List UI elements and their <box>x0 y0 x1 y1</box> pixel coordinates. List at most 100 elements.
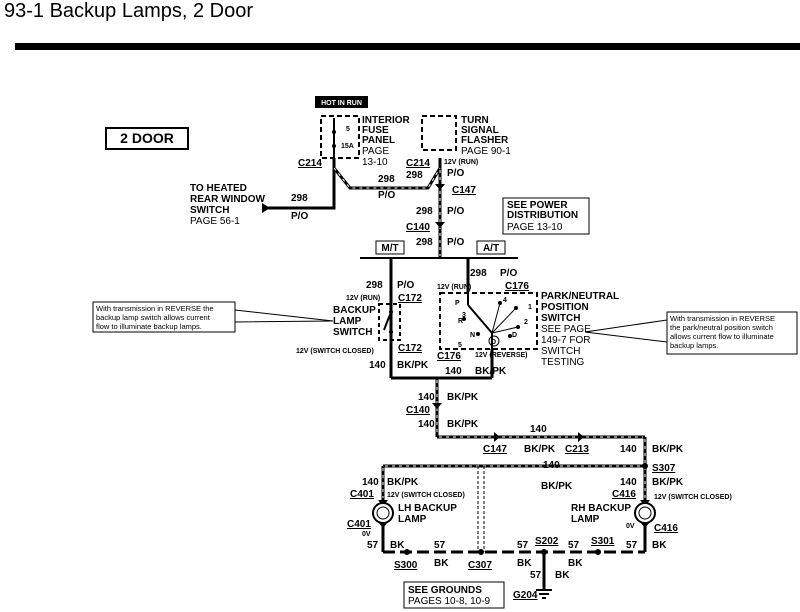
connector-c401-top: C401 <box>350 489 374 500</box>
wire-bk-e: BK <box>652 540 667 551</box>
pos-d: D <box>512 332 517 339</box>
num-5: 5 <box>458 342 462 349</box>
splice-s301: S301 <box>591 536 615 547</box>
volt-ov-lh: 0V <box>362 531 371 538</box>
connector-c147-bot: C147 <box>483 444 507 455</box>
wire-po-mt: P/O <box>397 280 414 291</box>
fuse-panel-label-1: INTERIOR <box>362 115 411 126</box>
rh-lamp-label-2: LAMP <box>571 514 600 525</box>
wire-bk-b: BK <box>434 558 449 569</box>
wire-po-b: P/O <box>447 168 464 179</box>
connector-c416-top: C416 <box>612 489 636 500</box>
fuse-panel-page-2: 13-10 <box>362 157 388 168</box>
shield-lines <box>477 466 485 552</box>
wire-po-d: P/O <box>447 206 464 217</box>
wire-140-lh: 140 <box>362 477 379 488</box>
mt-label-box: M/T <box>375 240 405 255</box>
wire-298-mt: 298 <box>366 280 383 291</box>
connector-c401-bot: C401 <box>347 519 371 530</box>
connector-c307: C307 <box>468 560 492 571</box>
interior-fuse-panel: 5 15A INTERIOR FUSE PANEL PAGE 13-10 <box>320 115 411 168</box>
hot-in-run-badge: HOT IN RUN <box>315 96 368 108</box>
wire-57-c: 57 <box>517 540 529 551</box>
power-distribution-ref: SEE POWER DISTRIBUTION PAGE 13-10 <box>502 197 590 235</box>
mt-label: M/T <box>381 243 398 254</box>
grounds-ref: SEE GROUNDS PAGES 10-8, 10-9 <box>403 581 505 609</box>
heated-rear-label-2: REAR WINDOW <box>190 194 266 205</box>
flasher-label-1: TURN <box>461 115 489 126</box>
fuse-number: 5 <box>346 126 350 133</box>
note-right-1: With transmission in REVERSE <box>670 314 775 323</box>
fuse-panel-page-1: PAGE <box>362 146 389 157</box>
flasher-label-3: FLASHER <box>461 135 509 146</box>
lh-lamp-label-2: LAMP <box>398 514 427 525</box>
wire-po-c: P/O <box>378 190 395 201</box>
power-dist-label-2: DISTRIBUTION <box>507 210 578 221</box>
wire-bkpk-lh: BK/PK <box>387 477 419 488</box>
note-left-3: flow to illuminate backup lamps. <box>96 322 202 331</box>
grounds-pages: PAGES 10-8, 10-9 <box>408 596 491 607</box>
rh-lamp-label-1: RH BACKUP <box>571 503 631 514</box>
park-switch-page-3: SWITCH <box>541 346 580 357</box>
title-rule <box>15 43 800 50</box>
num-4: 4 <box>503 297 507 304</box>
connector-symbols-mid <box>432 403 584 442</box>
wires-top <box>268 158 518 360</box>
pos-d-circled: D <box>491 339 496 346</box>
connector-c140-top: C140 <box>406 222 430 233</box>
note-left-2: backup lamp switch allows current <box>96 313 211 322</box>
park-neutral-switch: 298 P/O 12V (RUN) C176 P R N D D 4 1 2 3… <box>437 268 619 377</box>
pos-p: P <box>455 300 460 307</box>
wire-298-c: 298 <box>406 170 423 181</box>
pos-r: R <box>458 318 463 325</box>
connector-c416-bot: C416 <box>654 523 678 534</box>
heated-rear-window-ref: TO HEATED REAR WINDOW SWITCH PAGE 56-1 2… <box>190 183 308 227</box>
wire-140-g: 140 <box>620 477 637 488</box>
wire-298-e: 298 <box>416 237 433 248</box>
connector-c172-bot: C172 <box>398 343 422 354</box>
fuse-panel-label-2: FUSE <box>362 125 389 136</box>
splice-s307-dot <box>642 463 648 469</box>
wire-bk-d: BK <box>568 558 583 569</box>
park-switch-page-1: SEE PAGE <box>541 324 591 335</box>
page-title: 93-1 Backup Lamps, 2 Door <box>4 0 254 22</box>
connector-symbols-top <box>435 184 445 228</box>
heated-rear-label-3: SWITCH <box>190 205 229 216</box>
wire-140-b: 140 <box>418 392 435 403</box>
num-2: 2 <box>524 319 528 326</box>
hot-in-run-text: HOT IN RUN <box>321 100 362 107</box>
door-label: 2 DOOR <box>120 130 174 146</box>
connector-c176-bot: C176 <box>437 351 461 362</box>
wire-bkpk-d: BK/PK <box>524 444 556 455</box>
wire-po-a: P/O <box>291 211 308 222</box>
park-switch-page-2: 149-7 FOR <box>541 335 590 346</box>
power-dist-label-1: SEE POWER <box>507 200 568 211</box>
ground-symbol <box>536 589 552 599</box>
wire-140-d: 140 <box>530 424 547 435</box>
wire-298-a: 298 <box>291 193 308 204</box>
wire-298-d: 298 <box>416 206 433 217</box>
wire-140-e: 140 <box>620 444 637 455</box>
connector-c176-top: C176 <box>505 281 529 292</box>
volt-run-at: 12V (RUN) <box>437 284 471 291</box>
note-right-3: allows current flow to illuminate <box>670 332 774 341</box>
park-switch-page-4: TESTING <box>541 357 585 368</box>
wire-bk-a: BK <box>390 540 405 551</box>
wire-bk-c: BK <box>517 558 532 569</box>
wire-bkpk-e: BK/PK <box>652 444 684 455</box>
heated-rear-page: PAGE 56-1 <box>190 216 240 227</box>
ground-g204: G204 <box>513 590 538 601</box>
heated-rear-label-1: TO HEATED <box>190 183 247 194</box>
wire-298-at: 298 <box>470 268 487 279</box>
lh-backup-lamp: 140 BK/PK C401 12V (SWITCH CLOSED) LH BA… <box>347 477 465 538</box>
grounds-label: SEE GROUNDS <box>408 585 482 596</box>
note-right-2: the park/neutral position switch <box>670 323 773 332</box>
splice-dots <box>404 549 601 555</box>
wire-po-e: P/O <box>447 237 464 248</box>
at-label-box: A/T <box>476 240 506 255</box>
wire-bkpk-mt: BK/PK <box>397 360 429 371</box>
note-left-1: With transmission in REVERSE the <box>96 304 214 313</box>
backup-switch-label-3: SWITCH <box>333 327 372 338</box>
connector-c140-mid: C140 <box>406 405 430 416</box>
